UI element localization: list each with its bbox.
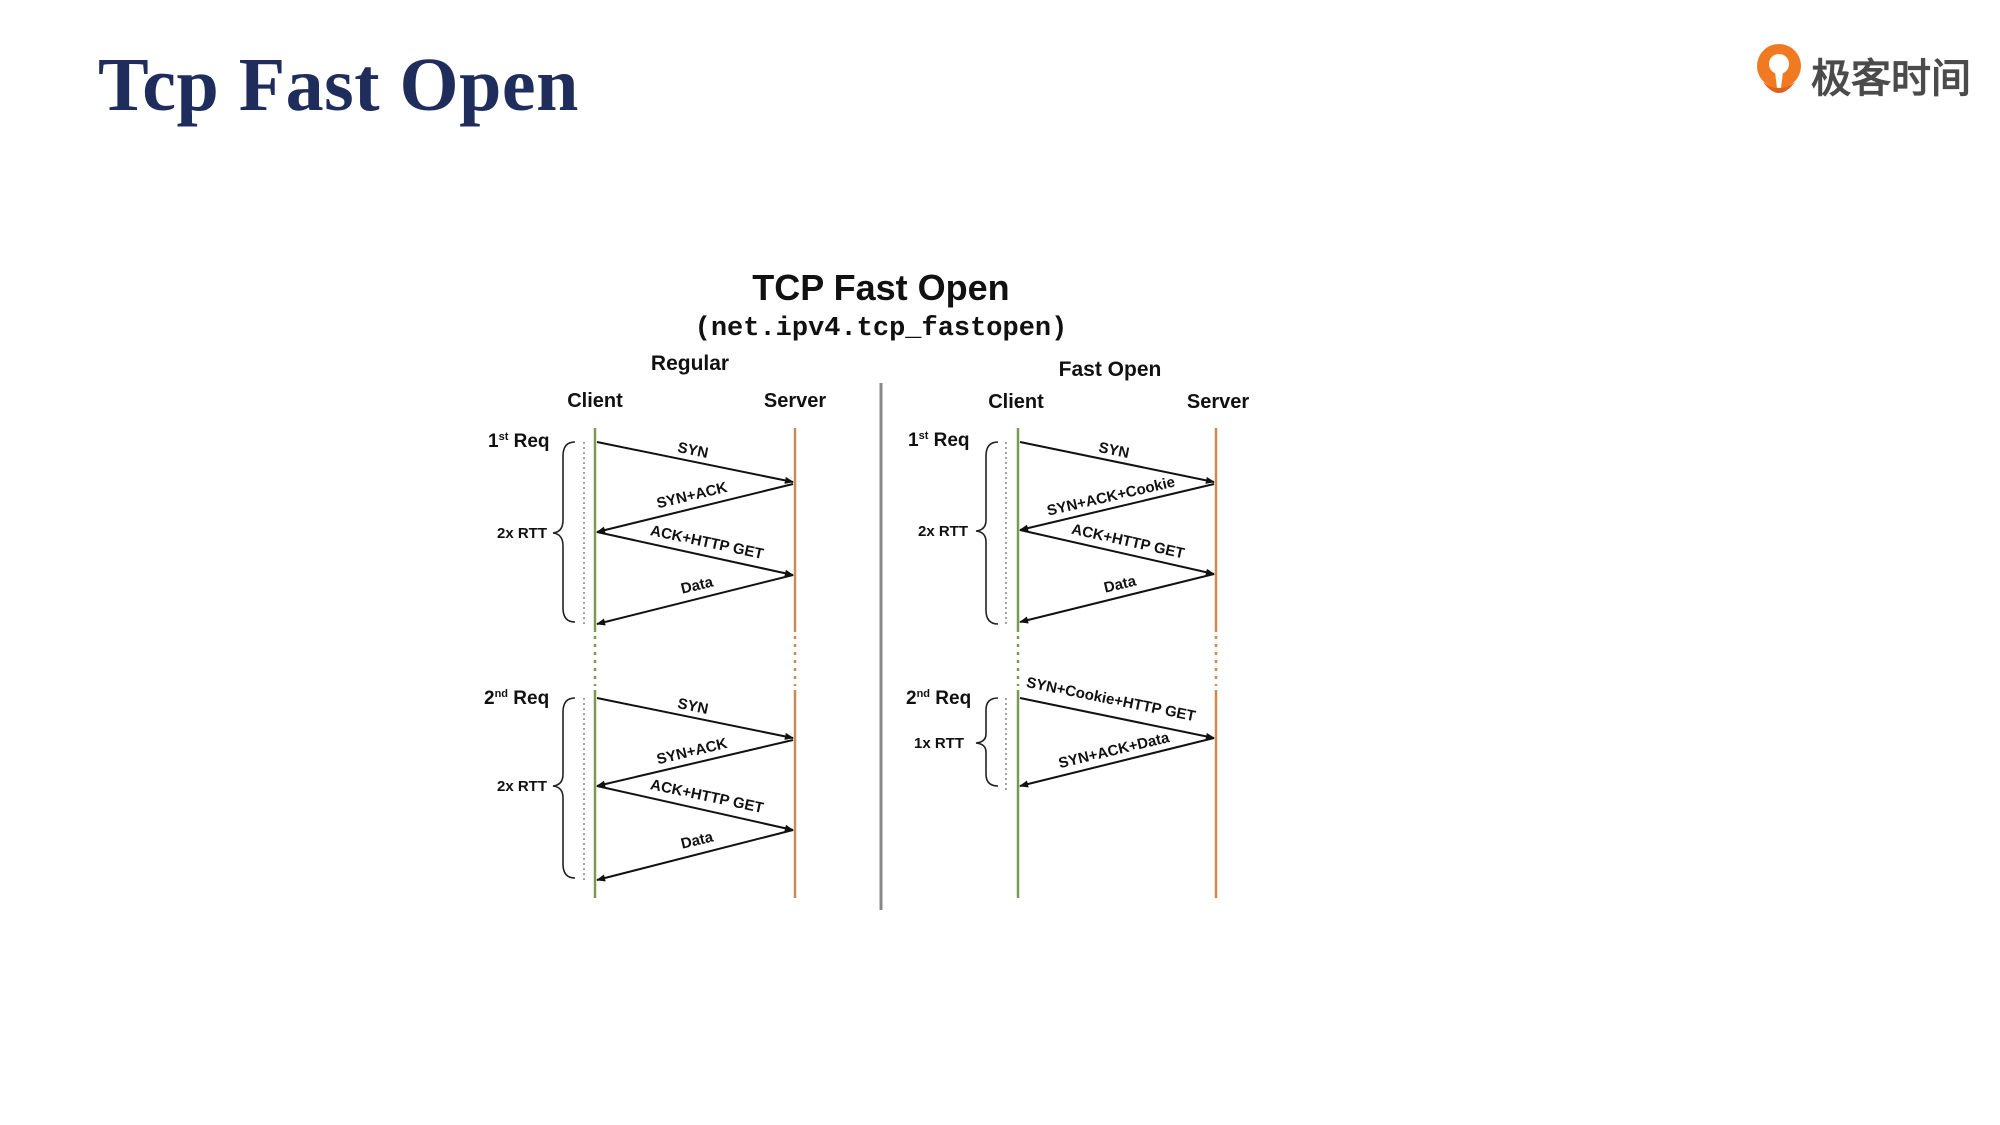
fastopen-msg-synack-data: SYN+ACK+Data xyxy=(1057,729,1172,772)
regular-rtt1-brace xyxy=(552,441,576,623)
regular-arrow-ackget-2 xyxy=(596,785,794,832)
regular-arrow-syn-2 xyxy=(596,697,794,740)
slide-title: Tcp Fast Open xyxy=(98,43,579,127)
regular-msg-syn: SYN xyxy=(676,439,710,462)
fastopen-arrow-syn xyxy=(1019,441,1215,484)
diagram-subtitle: (net.ipv4.tcp_fastopen) xyxy=(695,314,1068,344)
regular-msg-synack: SYN+ACK xyxy=(655,479,729,512)
geektime-logo-icon xyxy=(1757,44,1801,93)
regular-client-label: Client xyxy=(567,390,623,412)
fastopen-client-label: Client xyxy=(988,391,1044,413)
regular-arrow-synack xyxy=(596,483,794,534)
regular-msg-data: Data xyxy=(679,573,715,597)
regular-arrow-ackget xyxy=(596,531,794,577)
regular-heading: Regular xyxy=(651,352,729,375)
regular-server-label: Server xyxy=(764,390,826,412)
fastopen-section: Fast Open Client Server 1st Req 2x RTT S… xyxy=(906,358,1249,898)
regular-req2-label: 2nd Req xyxy=(484,688,549,709)
regular-arrow-synack-2 xyxy=(596,739,794,788)
logo-text: 极客时间 xyxy=(1811,56,1971,102)
regular-req1-label: 1st Req xyxy=(488,431,550,452)
fastopen-arrow-data xyxy=(1019,573,1215,624)
fastopen-req2-label: 2nd Req xyxy=(906,688,971,709)
fastopen-msg-syn: SYN xyxy=(1097,439,1131,462)
fastopen-req1-label: 1st Req xyxy=(908,430,970,451)
regular-rtt1-label: 2x RTT xyxy=(497,525,547,542)
fastopen-heading: Fast Open xyxy=(1059,358,1162,381)
fastopen-rtt2-label: 1x RTT xyxy=(914,735,964,752)
fastopen-server-label: Server xyxy=(1187,391,1249,413)
fastopen-arrow-synack-data xyxy=(1019,737,1215,788)
regular-msg-data-2: Data xyxy=(679,828,715,852)
fastopen-arrow-syn-cookie-get xyxy=(1019,697,1215,740)
regular-arrow-data xyxy=(596,574,794,626)
regular-section: Regular Client Server 1st Req 2x RTT SYN… xyxy=(484,352,826,898)
fastopen-arrow-synack-cookie xyxy=(1019,483,1215,532)
regular-rtt2-brace xyxy=(552,697,576,879)
fastopen-arrow-ackget xyxy=(1019,529,1215,576)
regular-arrow-data-2 xyxy=(596,829,794,882)
regular-msg-syn-2: SYN xyxy=(676,695,710,718)
fastopen-rtt1-brace xyxy=(975,441,999,625)
fastopen-msg-ackget: ACK+HTTP GET xyxy=(1070,521,1186,563)
regular-arrow-syn xyxy=(596,441,794,484)
fastopen-rtt2-brace xyxy=(975,697,999,787)
fastopen-rtt1-label: 2x RTT xyxy=(918,523,968,540)
diagram-title: TCP Fast Open xyxy=(752,267,1009,308)
regular-rtt2-label: 2x RTT xyxy=(497,778,547,795)
